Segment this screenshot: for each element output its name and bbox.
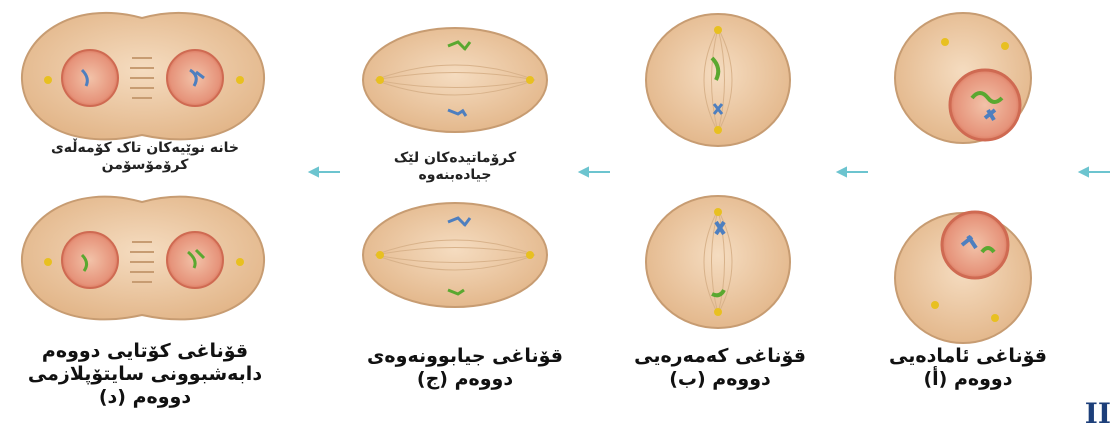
cell-c-top: [363, 28, 547, 132]
cell-a-top: [895, 13, 1031, 143]
arrow-left-icon: [580, 168, 610, 176]
centriole: [44, 76, 52, 84]
centriole: [44, 258, 52, 266]
arrow-left-icon: [838, 168, 868, 176]
stage-title-a: قۆناغی ئامادەیی دووەم (أ): [888, 345, 1048, 391]
centriole: [714, 126, 722, 134]
cell-d-bottom: [22, 197, 264, 320]
note-d: خانە نوێیەکان تاک کۆمەڵەی کرۆمۆسۆمن: [20, 140, 270, 174]
centriole: [714, 308, 722, 316]
cell-d-top: [22, 13, 264, 140]
centriole: [1001, 42, 1009, 50]
centriole: [941, 38, 949, 46]
centriole: [931, 301, 939, 309]
cell-a-bottom: [895, 212, 1031, 343]
stage-title-c: قۆناغی جیابوونەوەی دووەم (ج): [355, 345, 575, 391]
arrow-left-icon: [1080, 168, 1110, 176]
nucleus: [62, 232, 118, 288]
centriole: [376, 251, 384, 259]
stage-title-d: قۆناغی کۆتایی دووەم دابەشبوونی سایتۆپلاز…: [10, 340, 280, 408]
section-heading-partial: II: [841, 397, 1111, 430]
centriole: [526, 251, 534, 259]
note-c: کرۆماتیدەکان لێک جیادەبنەوە: [365, 150, 545, 184]
centriole: [714, 208, 722, 216]
centriole: [526, 76, 534, 84]
centriole: [236, 76, 244, 84]
centriole: [991, 314, 999, 322]
cell-b-bottom: [646, 196, 790, 328]
arrow-left-icon: [310, 168, 340, 176]
cell-c-bottom: [363, 203, 547, 307]
centriole: [236, 258, 244, 266]
centriole: [376, 76, 384, 84]
centriole: [714, 26, 722, 34]
cell-b-top: [646, 14, 790, 146]
nucleus: [62, 50, 118, 106]
stage-title-b: قۆناغی کەمەرەیی دووەم (ب): [630, 345, 810, 391]
nucleus-a-top: [950, 70, 1020, 140]
